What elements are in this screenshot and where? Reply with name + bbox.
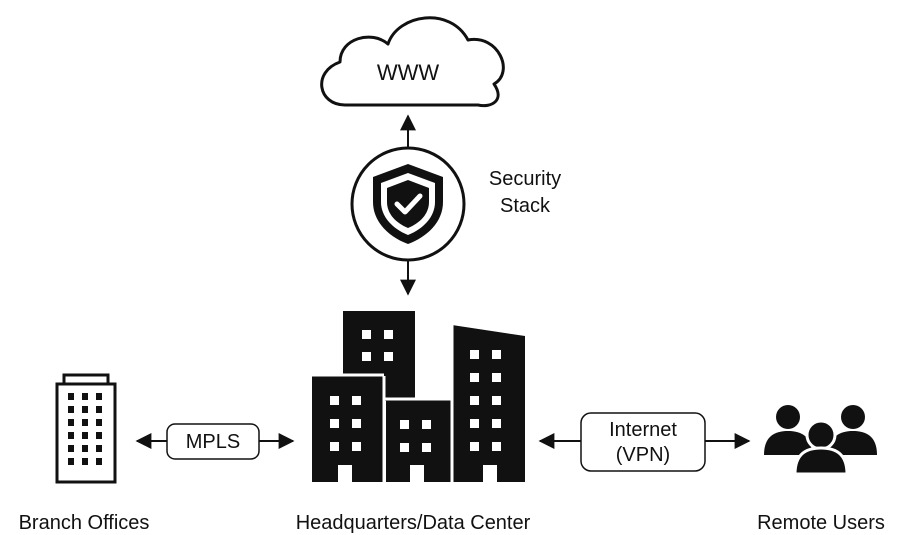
city-buildings-icon [312,311,525,482]
window [492,442,501,451]
internet-label-line2: (VPN) [616,444,670,466]
branch-label: Branch Offices [19,512,150,534]
security-label-line1: Security [489,168,561,190]
mpls-box [166,423,260,460]
window [400,420,409,429]
window [470,350,479,359]
window [384,330,393,339]
window [362,352,371,361]
hq-label: Headquarters/Data Center [296,512,531,534]
window [330,396,339,405]
window [82,393,88,400]
window [68,419,74,426]
window [68,406,74,413]
internet-label-line1: Internet [609,419,677,441]
window [330,419,339,428]
window [492,419,501,428]
window [68,445,74,452]
shield-check-icon [373,164,443,244]
window [470,442,479,451]
window [492,396,501,405]
window [68,432,74,439]
window [96,432,102,439]
office-building-icon [55,373,117,484]
security-label-line2: Stack [500,195,551,217]
window [96,419,102,426]
window [330,442,339,451]
window [362,330,371,339]
window [492,373,501,382]
window [470,396,479,405]
internet-box [580,412,706,472]
window [384,352,393,361]
window [82,445,88,452]
window [68,393,74,400]
window [400,443,409,452]
window [82,432,88,439]
cloud-shape [320,16,505,108]
window [470,419,479,428]
www-cloud: WWW [320,16,505,108]
window [82,406,88,413]
window [470,373,479,382]
cloud-label: WWW [377,60,440,85]
window [96,458,102,465]
remote-label: Remote Users [757,512,885,534]
window [82,458,88,465]
window [82,419,88,426]
window [96,393,102,400]
mpls-label: MPLS [186,431,240,453]
window [96,445,102,452]
security-stack: Security Stack [350,146,561,262]
window [352,419,361,428]
window [96,406,102,413]
window [422,443,431,452]
window [422,420,431,429]
window [68,458,74,465]
window [352,396,361,405]
window [492,350,501,359]
users-group-icon [764,405,877,476]
window [352,442,361,451]
